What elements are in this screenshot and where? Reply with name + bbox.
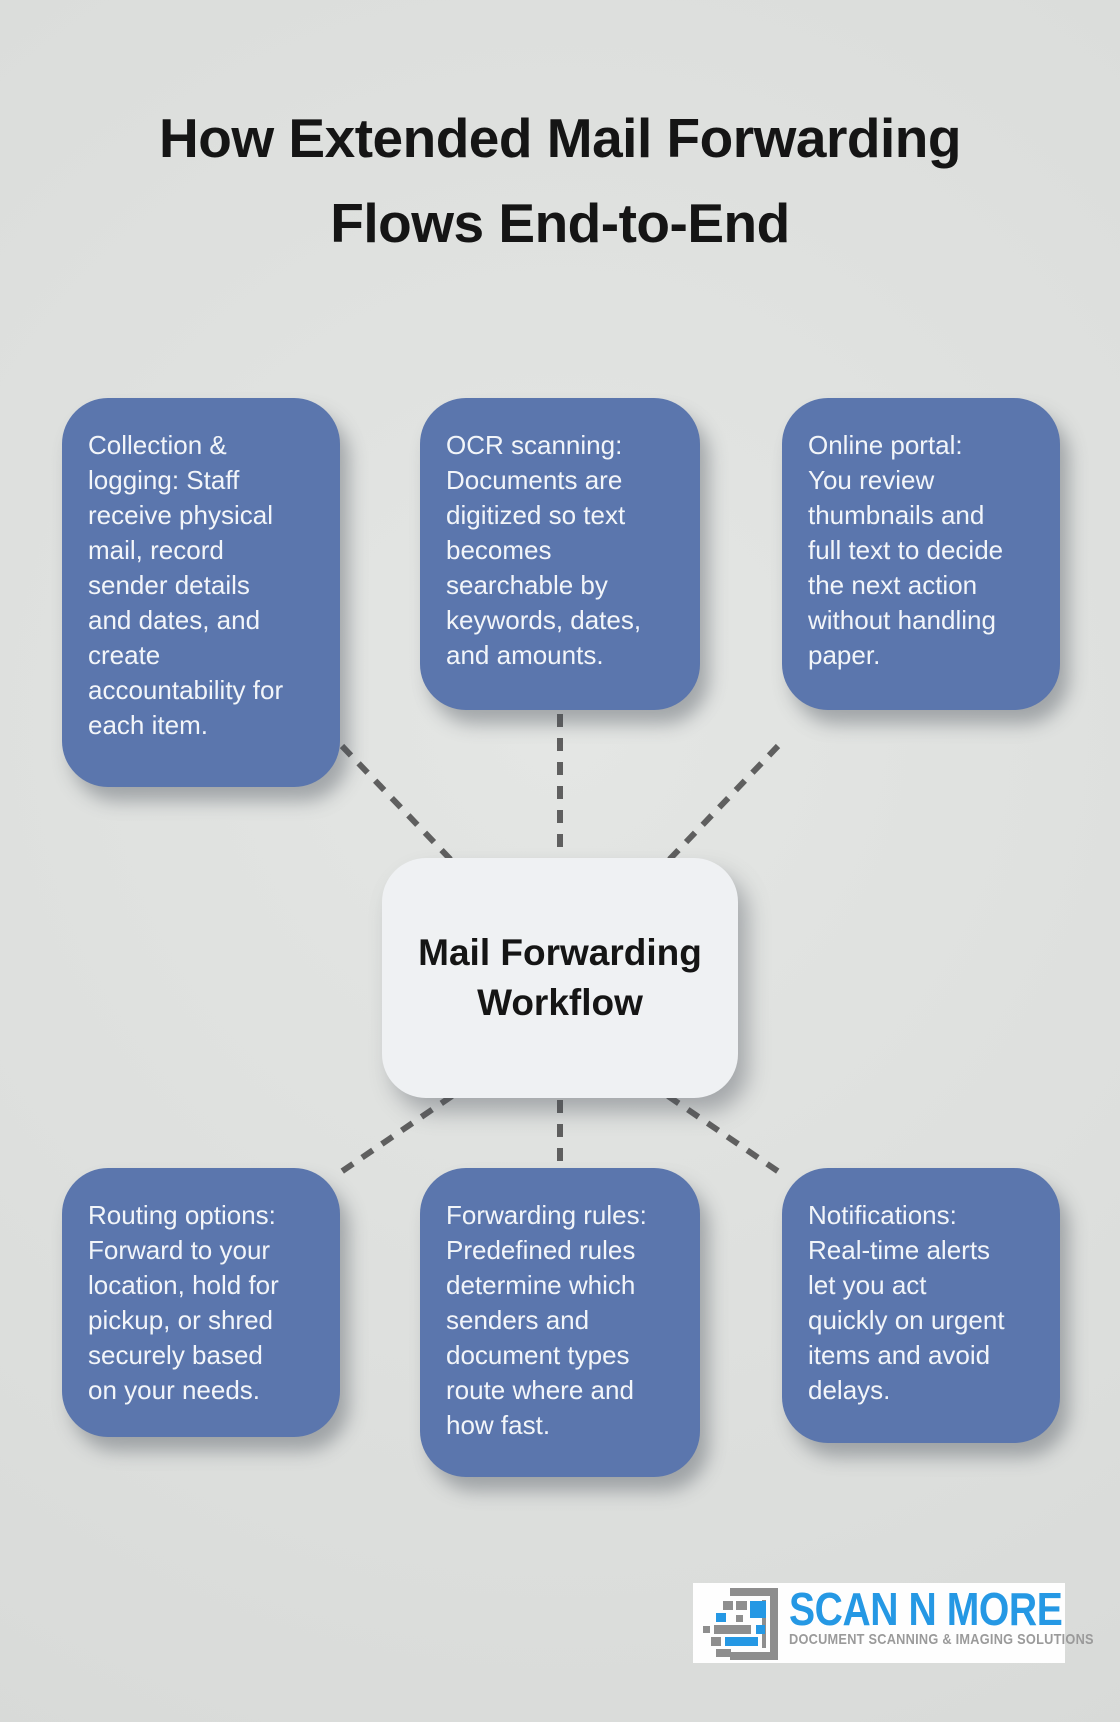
center-node: Mail Forwarding Workflow — [382, 858, 738, 1098]
center-node-label: Mail Forwarding Workflow — [418, 932, 702, 1023]
node-collection-logging: Collection & logging: Staff receive phys… — [62, 398, 340, 787]
connector-top-right — [665, 743, 781, 864]
node-routing-options: Routing options: Forward to your locatio… — [62, 1168, 340, 1437]
page-title-line-2: Flows End-to-End — [330, 192, 790, 254]
node-online-portal: Online portal: You review thumbnails and… — [782, 398, 1060, 710]
scanner-document-icon — [703, 1588, 778, 1660]
logo-text-block: SCAN N MORE DOCUMENT SCANNING & IMAGING … — [789, 1583, 1120, 1648]
connector-bottom-right — [666, 1093, 781, 1175]
node-forwarding-rules: Forwarding rules: Predefined rules deter… — [420, 1168, 700, 1477]
logo-tagline: DOCUMENT SCANNING & IMAGING SOLUTIONS — [789, 1631, 1094, 1648]
logo: SCAN N MORE DOCUMENT SCANNING & IMAGING … — [693, 1583, 1094, 1663]
node-ocr-scanning: OCR scanning: Documents are digitized so… — [420, 398, 700, 710]
page-title-line-1: How Extended Mail Forwarding — [159, 107, 961, 169]
node-notifications: Notifications: Real-time alerts let you … — [782, 1168, 1060, 1443]
page-title: How Extended Mail Forwarding Flows End-t… — [0, 96, 1120, 266]
connector-bottom-left — [339, 1093, 454, 1175]
connector-top-left — [339, 743, 455, 864]
logo-wordmark: SCAN N MORE — [789, 1583, 1063, 1635]
